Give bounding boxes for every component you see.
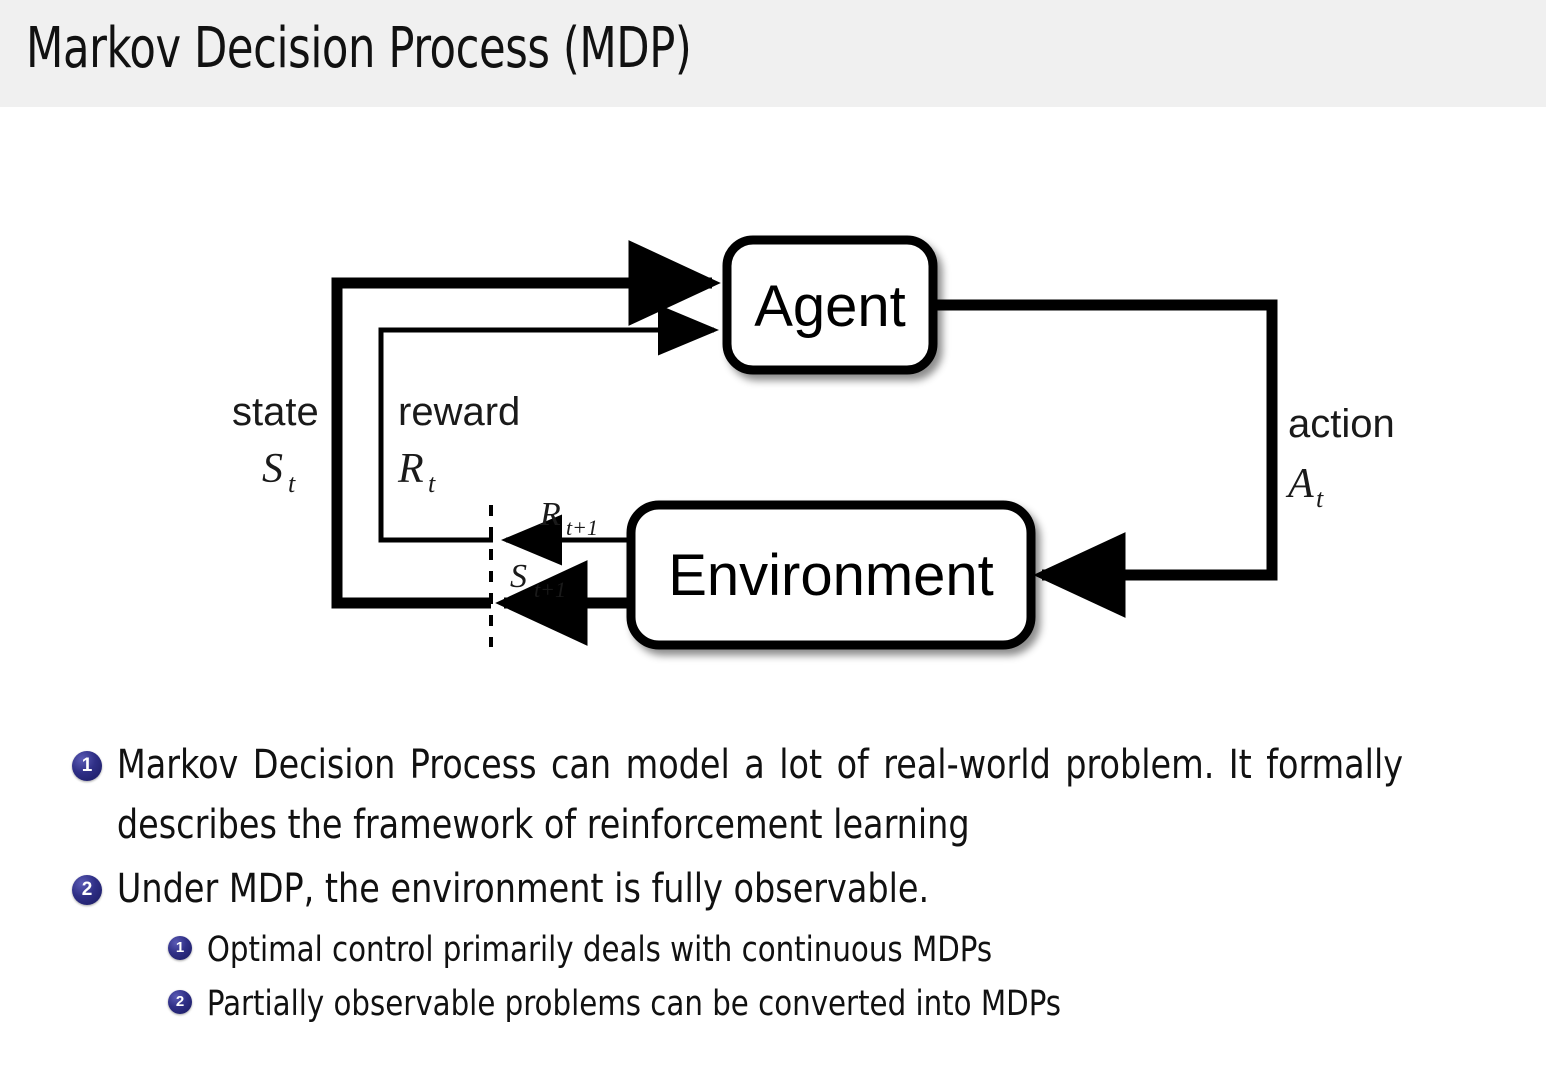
reward-label-symbol: R (397, 446, 424, 492)
state-label: state S t (232, 390, 319, 498)
action-label: action A t (1285, 402, 1395, 513)
mdp-diagram: Agent Environment state S t reward R t a… (0, 107, 1546, 707)
agent-node[interactable]: Agent (722, 235, 938, 375)
next-reward-label-subscript: t+1 (566, 515, 598, 540)
next-state-label-symbol: S (510, 558, 527, 595)
list-item-text: Markov Decision Process can model a lot … (116, 742, 1404, 848)
next-reward-label-symbol: R (539, 496, 561, 533)
action-label-symbol: A (1285, 461, 1314, 507)
bullet-number-marker: 1 (72, 751, 102, 781)
reward-label: reward R t (397, 390, 520, 498)
list-item: 1 Optimal control primarily deals with c… (0, 923, 1546, 977)
list-item: 1 Markov Decision Process can model a lo… (0, 735, 1546, 855)
list-item: 2 Under MDP, the environment is fully ob… (0, 859, 1546, 919)
state-label-word: state (232, 390, 319, 434)
reward-label-subscript: t (428, 469, 436, 498)
bullet-number-marker: 2 (168, 990, 192, 1014)
state-edge (331, 240, 721, 609)
bullet-number-marker: 1 (168, 936, 192, 960)
bullet-number-marker: 2 (72, 875, 102, 905)
slide-header-band: Markov Decision Process (MDP) (0, 0, 1546, 107)
bullet-list: 1 Markov Decision Process can model a lo… (0, 735, 1546, 1031)
list-item-text: Under MDP, the environment is fully obse… (116, 866, 930, 912)
list-item-text: Partially observable problems can be con… (206, 984, 1062, 1024)
agent-node-label: Agent (754, 274, 906, 339)
list-item: 2 Partially observable problems can be c… (0, 977, 1546, 1031)
action-edge (930, 299, 1278, 618)
next-state-label-subscript: t+1 (534, 577, 566, 602)
environment-node[interactable]: Environment (626, 500, 1036, 650)
environment-node-label: Environment (668, 543, 994, 608)
action-label-word: action (1288, 402, 1395, 446)
state-label-symbol: S (262, 446, 283, 492)
action-label-subscript: t (1316, 484, 1324, 513)
next-reward-label: R t+1 (539, 496, 598, 540)
state-label-subscript: t (288, 469, 296, 498)
page-title: Markov Decision Process (MDP) (26, 16, 692, 81)
reward-edge (378, 304, 720, 543)
list-item-text: Optimal control primarily deals with con… (206, 930, 993, 970)
next-state-label: S t+1 (510, 558, 566, 602)
reward-label-word: reward (398, 390, 520, 434)
